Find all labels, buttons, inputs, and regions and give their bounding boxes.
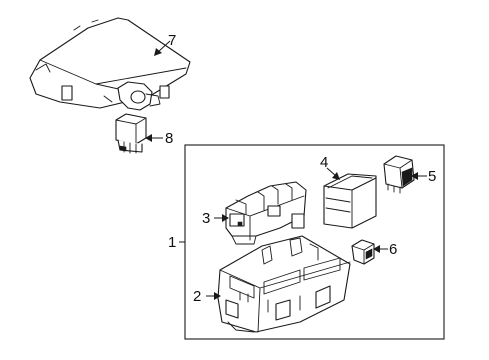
part-4-block xyxy=(323,173,377,229)
part-6-connector xyxy=(351,239,375,265)
callout-8: 8 xyxy=(165,130,173,147)
part-7-cover xyxy=(29,17,191,111)
callout-6: 6 xyxy=(389,241,397,258)
callout-1: 1 xyxy=(168,234,176,251)
leader-3 xyxy=(214,214,229,222)
part-5-relay xyxy=(383,155,415,194)
callout-7: 7 xyxy=(168,32,176,49)
leader-8 xyxy=(145,134,163,142)
callout-3: 3 xyxy=(202,210,210,227)
callout-2: 2 xyxy=(193,288,201,305)
leader-4 xyxy=(326,167,340,180)
leader-6 xyxy=(373,245,388,253)
part-2-housing xyxy=(217,235,351,333)
part-3-fuse-block xyxy=(225,181,307,245)
leader-7 xyxy=(154,40,171,56)
callout-4: 4 xyxy=(320,154,328,171)
leader-2 xyxy=(206,292,221,300)
leader-5 xyxy=(411,172,427,180)
part-8-relay xyxy=(115,113,147,154)
callout-5: 5 xyxy=(428,168,436,185)
